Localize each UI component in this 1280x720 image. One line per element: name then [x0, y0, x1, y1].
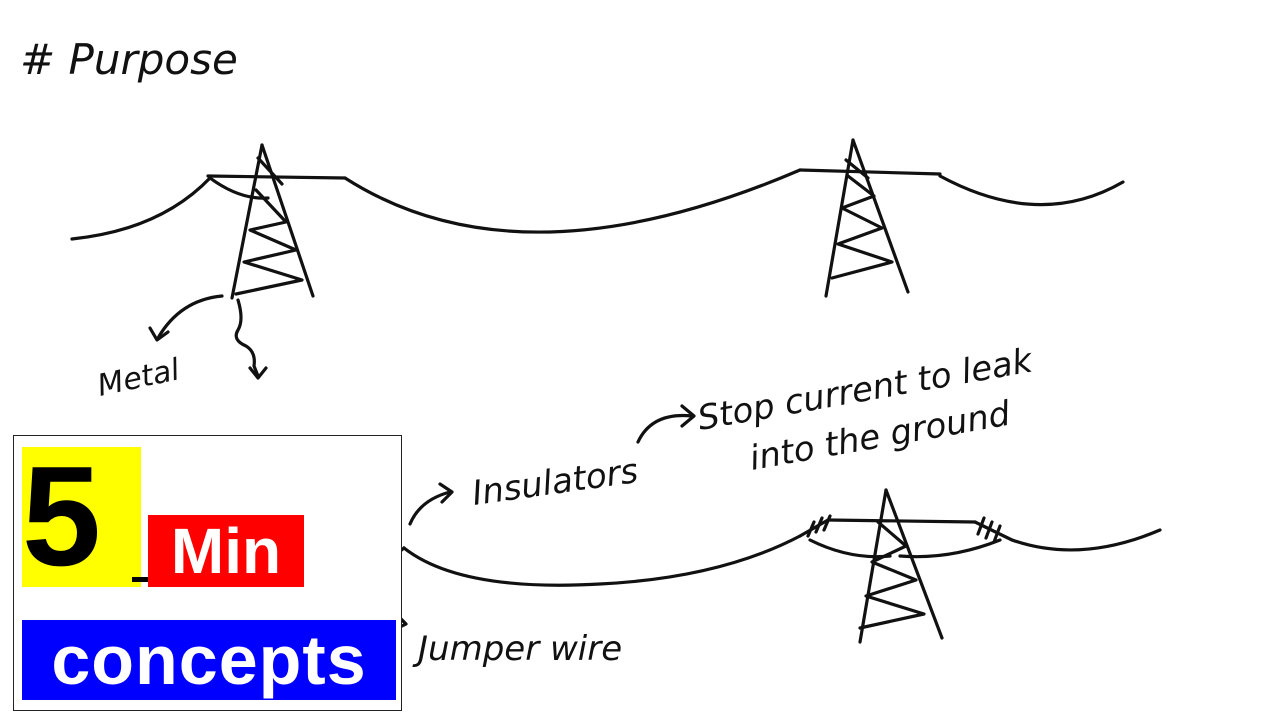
- label-metal: Metal: [94, 352, 183, 404]
- transmission-tower-1: [206, 143, 347, 300]
- label-insulators: Insulators: [470, 451, 641, 514]
- heading: # Purpose: [20, 35, 238, 84]
- top-power-lines: [70, 168, 1125, 241]
- bottom-power-lines: [268, 528, 1162, 594]
- transmission-tower-2: [798, 138, 942, 298]
- logo-word-min: Min: [148, 515, 304, 587]
- transmission-tower-3: [798, 488, 1014, 644]
- logo-number: 5: [22, 437, 101, 596]
- metal-arrows: [148, 294, 268, 380]
- logo-underscore: [132, 577, 154, 582]
- logo-yellow-block: [22, 447, 141, 587]
- stop-current-arrow: [636, 413, 694, 444]
- label-jumper-wire: Jumper wire: [412, 629, 622, 669]
- 5-min-concepts-logo: 5 Min concepts: [13, 435, 402, 711]
- logo-word-concepts: concepts: [22, 620, 396, 700]
- insulator-arrow: [408, 490, 452, 526]
